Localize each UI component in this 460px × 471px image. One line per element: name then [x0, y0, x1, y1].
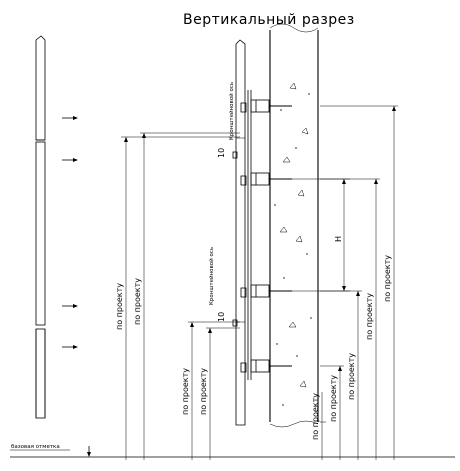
concrete-hatch	[274, 82, 312, 406]
dimension-right-2	[320, 178, 380, 460]
wind-load-arrows	[62, 116, 78, 349]
arrow-3	[62, 304, 78, 308]
bracket-4	[240, 359, 292, 373]
offset-label-2: 10	[217, 312, 226, 322]
dimension-right-4	[320, 365, 344, 460]
dimension-left-1	[121, 136, 240, 460]
guide-rail	[247, 90, 252, 380]
arrow-2	[62, 158, 78, 162]
base-mark-label: базовая отметка	[11, 444, 60, 450]
dimension-h	[292, 178, 350, 292]
dim-label-right-2: по проекту	[365, 293, 374, 340]
dim-label-left-2: по проекту	[133, 278, 142, 325]
bracket-2	[240, 172, 292, 186]
bracket-1	[240, 99, 292, 113]
cladding-panel	[235, 39, 246, 426]
dimension-right-1	[320, 105, 398, 460]
dim-label-right-1: по проекту	[383, 255, 392, 302]
dimension-left-4	[206, 327, 240, 460]
dimension-right-5	[320, 392, 326, 460]
drawing-title: Вертикальный разрез	[183, 12, 355, 28]
dimension-right-3	[320, 290, 362, 460]
arrow-1	[62, 116, 78, 120]
dim-label-left-1: по проекту	[115, 283, 124, 330]
dim-label-right-3: по проекту	[347, 353, 356, 400]
dim-label-right-5: по проекту	[311, 393, 320, 440]
dim-label-h: H	[334, 236, 343, 242]
dimension-left-3	[188, 321, 240, 460]
dim-label-right-4: по проекту	[329, 375, 338, 422]
base-mark-arrow	[87, 446, 91, 457]
arrow-4	[62, 345, 78, 349]
bracket-axis-label-2: Кронштейновой ось	[208, 247, 215, 305]
offset-label-1: 10	[217, 148, 226, 158]
facade-panel-elevation	[35, 35, 46, 419]
dim-label-left-4: по проекту	[199, 368, 208, 415]
dimension-left-2	[140, 132, 240, 460]
bracket-axis-label-1: Кронштейновой ось	[228, 82, 235, 140]
bracket-3	[240, 284, 292, 298]
dim-label-left-3: по проекту	[181, 368, 190, 415]
concrete-wall	[269, 23, 319, 428]
